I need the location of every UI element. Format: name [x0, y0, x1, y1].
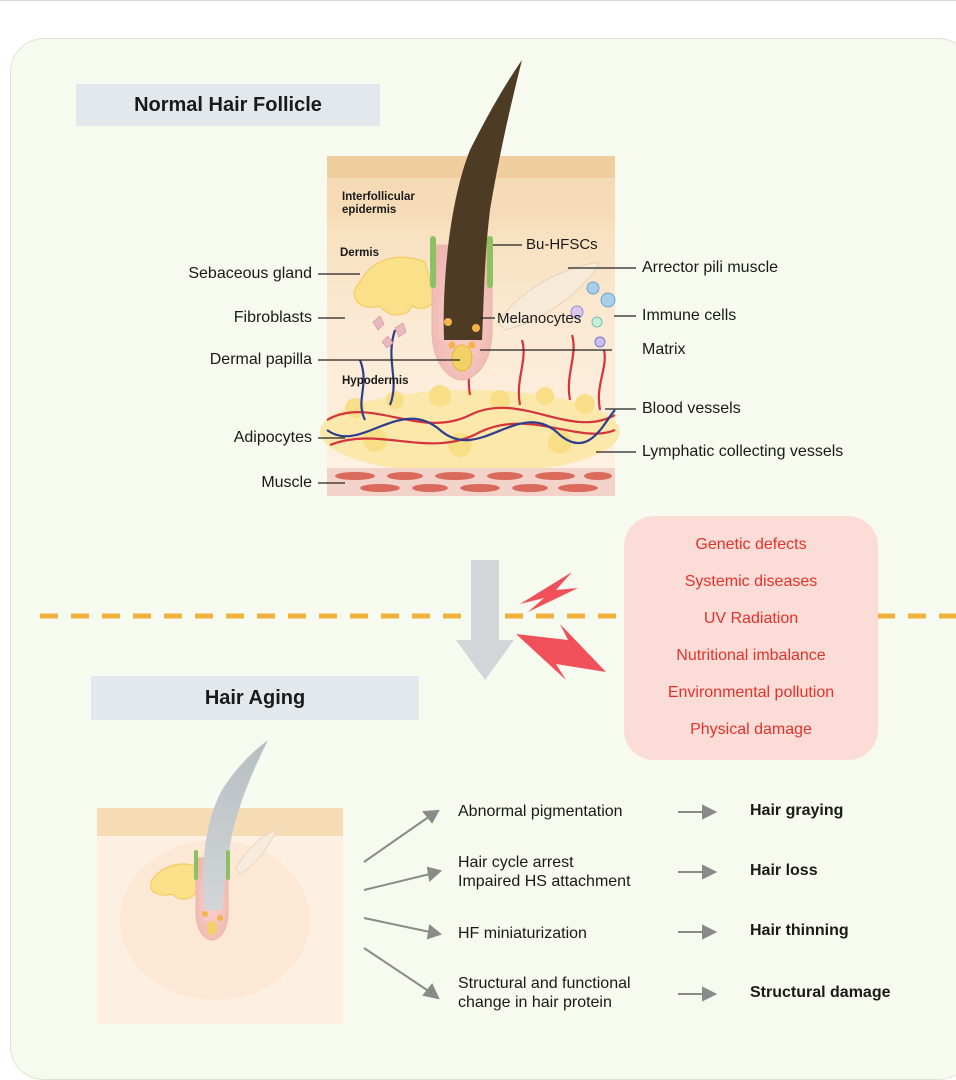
immune-cells-label: Immune cells: [642, 307, 736, 325]
lightning-bolt-small: [520, 572, 578, 612]
arrector-pili-label: Arrector pili muscle: [642, 259, 778, 277]
melanocytes-label: Melanocytes: [497, 310, 581, 327]
muscle-fiber: [584, 472, 612, 480]
matrix-label: Matrix: [642, 341, 686, 359]
factor-item: Nutritional imbalance: [624, 647, 878, 665]
aging-title: Hair Aging: [91, 676, 419, 720]
bu-hfscs-label: Bu-HFSCs: [526, 236, 598, 253]
dermal-papilla-label: Dermal papilla: [210, 351, 312, 369]
bulge-stem-cells-left: [430, 236, 436, 288]
cause-text: Abnormal pigmentation: [458, 802, 623, 821]
outcome-arrows: [678, 806, 715, 1000]
cause-text: Hair cycle arrest Impaired HS attachment: [458, 853, 631, 891]
adipocyte: [536, 387, 554, 405]
muscle-fiber: [460, 484, 500, 492]
muscle-fiber: [435, 472, 475, 480]
down-arrow: [456, 560, 514, 680]
bulge-stem-cells-right: [487, 236, 493, 288]
adipocyte: [386, 391, 404, 409]
fibroblasts-label: Fibroblasts: [234, 309, 312, 327]
normal-title: Normal Hair Follicle: [76, 84, 380, 126]
outcome-text: Structural damage: [750, 984, 890, 1002]
muscle-fiber: [387, 472, 423, 480]
layer-dermis-label: Dermis: [340, 247, 379, 260]
outcome-text: Hair graying: [750, 802, 843, 820]
adipocytes-label: Adipocytes: [234, 429, 312, 447]
cause-text: Structural and functional change in hair…: [458, 974, 631, 1012]
factor-item: Environmental pollution: [624, 684, 878, 702]
muscle-fiber: [412, 484, 448, 492]
factor-item: Genetic defects: [624, 536, 878, 554]
factor-item: Systemic diseases: [624, 573, 878, 591]
lightning-bolt-large: [516, 624, 606, 680]
adipocyte: [429, 385, 451, 407]
muscle-fiber: [558, 484, 598, 492]
muscle-fiber: [360, 484, 400, 492]
muscle-label: Muscle: [261, 474, 312, 492]
blood-vessels-label: Blood vessels: [642, 400, 741, 418]
aging-factors-box: Genetic defects Systemic diseases UV Rad…: [624, 516, 878, 760]
dermal-papilla-shape: [452, 345, 472, 371]
muscle-fiber: [512, 484, 548, 492]
muscle-fiber: [487, 472, 523, 480]
lymphatic-vessels-label: Lymphatic collecting vessels: [642, 443, 843, 461]
layer-epidermis-label: Interfollicular epidermis: [342, 191, 452, 217]
cause-arrows: [364, 811, 440, 998]
cause-text: HF miniaturization: [458, 924, 587, 943]
factor-item: Physical damage: [624, 721, 878, 739]
sebaceous-gland-label: Sebaceous gland: [188, 265, 312, 283]
muscle-fiber: [535, 472, 575, 480]
outcome-text: Hair thinning: [750, 922, 849, 940]
aged-skin-block: [97, 740, 343, 1024]
outcome-text: Hair loss: [750, 862, 818, 880]
adipocyte: [575, 394, 595, 414]
layer-hypodermis-label: Hypodermis: [342, 375, 408, 388]
factor-item: UV Radiation: [624, 610, 878, 628]
muscle-fiber: [335, 472, 375, 480]
